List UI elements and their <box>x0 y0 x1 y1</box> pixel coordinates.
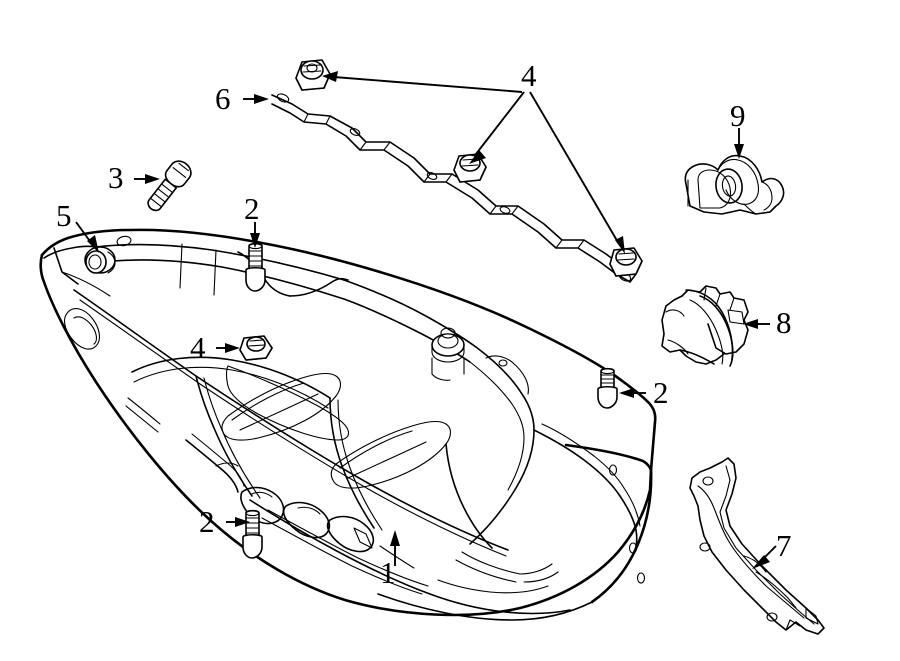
leader-4-c <box>529 91 620 245</box>
arrowhead-4-d <box>225 343 240 353</box>
part-radiator-support-brace-rod <box>271 93 637 283</box>
part-mount-insulator-bracket <box>684 154 785 215</box>
part-air-duct-deflector-shield <box>661 285 749 367</box>
callout-label-2-right: 2 <box>653 375 669 410</box>
arrowhead-4-b <box>469 150 486 164</box>
callout-label-9: 9 <box>730 98 746 133</box>
part-spring-clip-nut-right <box>609 247 643 277</box>
leader-lines-group <box>75 71 777 569</box>
arrowhead-2-top <box>250 233 260 248</box>
part-side-air-deflector-bracket <box>689 457 825 635</box>
callout-label-6: 6 <box>215 81 231 116</box>
callout-label-2-top: 2 <box>244 191 260 226</box>
arrowhead-7 <box>752 555 770 569</box>
arrowhead-9 <box>734 144 744 159</box>
arrowhead-8 <box>743 319 758 329</box>
callout-label-8: 8 <box>776 305 792 340</box>
arrowhead-5 <box>87 235 99 253</box>
callout-label-7: 7 <box>776 528 792 563</box>
part-flange-bolt-right <box>597 367 618 409</box>
arrowhead-2-bottom <box>235 517 250 527</box>
arrowhead-6 <box>254 94 269 104</box>
part-hex-flange-bolt-angled <box>147 160 192 212</box>
part-flange-bolt-top <box>245 242 266 292</box>
leader-4-a <box>333 76 523 93</box>
callout-label-4-shield: 4 <box>190 330 206 365</box>
callout-label-1: 1 <box>380 555 396 590</box>
callout-label-3: 3 <box>108 160 124 195</box>
part-spring-clip-nut-top-left <box>295 59 331 91</box>
part-splash-shield-under-cover <box>39 228 657 621</box>
callout-label-5: 5 <box>56 198 72 233</box>
callout-label-4-group: 4 <box>521 58 537 93</box>
arrowhead-4-c <box>615 236 625 254</box>
arrowhead-1 <box>390 530 400 546</box>
callout-label-2-bottom: 2 <box>199 504 215 539</box>
leader-4-b <box>475 91 525 155</box>
arrowhead-4-a <box>322 71 338 82</box>
arrowhead-3 <box>145 174 160 184</box>
arrowhead-2-right <box>619 388 634 398</box>
part-spring-clip-nut-on-shield <box>239 335 273 361</box>
part-flange-bolt-bottom-left <box>242 509 263 559</box>
